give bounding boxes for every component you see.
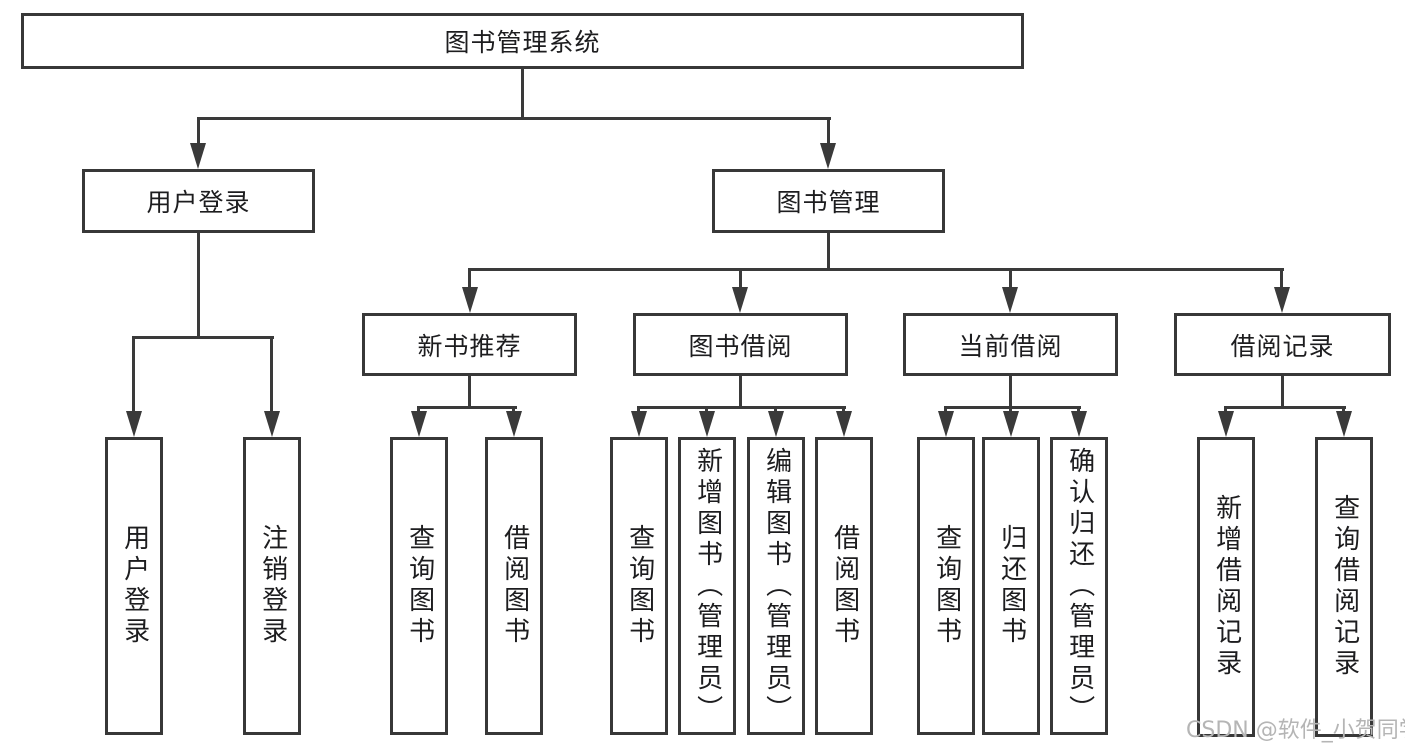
watermark: CSDN @软件_小贺同学 <box>1186 718 1405 743</box>
arrow-down-icon <box>1274 287 1290 313</box>
connector-line <box>417 406 420 414</box>
connector-line <box>739 376 742 408</box>
connector-line <box>521 69 524 119</box>
connector-line <box>944 406 1081 409</box>
connector-line <box>637 406 640 414</box>
connector-line <box>197 117 831 120</box>
connector-line <box>637 406 846 409</box>
connector-line <box>827 233 830 271</box>
arrow-down-icon <box>631 411 647 437</box>
arrow-down-icon <box>506 411 522 437</box>
connector-line <box>1281 376 1284 408</box>
leaf-nb-query-books: 查询图书 <box>390 437 448 735</box>
arrow-down-icon <box>768 411 784 437</box>
connector-line <box>1224 406 1346 409</box>
connector-line <box>1077 406 1080 414</box>
leaf-user-login: 用户登录 <box>105 437 163 735</box>
arrow-down-icon <box>836 411 852 437</box>
arrow-down-icon <box>411 411 427 437</box>
connector-line <box>197 117 200 145</box>
node-user-login: 用户登录 <box>82 169 315 233</box>
connector-line <box>512 406 515 414</box>
arrow-down-icon <box>699 411 715 437</box>
leaf-cb-confirm-return-admin: 确认归还（管理员） <box>1050 437 1108 735</box>
node-borrowing-records: 借阅记录 <box>1174 313 1391 376</box>
connector-line <box>417 406 517 409</box>
leaf-bb-borrow-books: 借阅图书 <box>815 437 873 735</box>
connector-line <box>1224 406 1227 414</box>
arrow-down-icon <box>820 143 836 169</box>
arrow-down-icon <box>1002 287 1018 313</box>
connector-line <box>1342 406 1345 414</box>
connector-line <box>705 406 708 414</box>
node-new-book-recommend: 新书推荐 <box>362 313 577 376</box>
connector-line <box>827 117 830 145</box>
leaf-bb-query-books: 查询图书 <box>610 437 668 735</box>
connector-line <box>468 268 471 290</box>
connector-line <box>197 233 200 339</box>
connector-line <box>842 406 845 414</box>
leaf-br-add-record: 新增借阅记录 <box>1197 437 1255 737</box>
connector-line <box>270 336 273 413</box>
arrow-down-icon <box>938 411 954 437</box>
arrow-down-icon <box>126 411 142 437</box>
arrow-down-icon <box>732 287 748 313</box>
node-library-system: 图书管理系统 <box>21 13 1024 69</box>
arrow-down-icon <box>1336 411 1352 437</box>
arrow-down-icon <box>1003 411 1019 437</box>
node-book-borrowing: 图书借阅 <box>633 313 848 376</box>
arrow-down-icon <box>264 411 280 437</box>
arrow-down-icon <box>1218 411 1234 437</box>
connector-line <box>468 268 1284 271</box>
arrow-down-icon <box>190 143 206 169</box>
connector-line <box>944 406 947 414</box>
node-current-borrowing: 当前借阅 <box>903 313 1118 376</box>
leaf-logout: 注销登录 <box>243 437 301 735</box>
leaf-br-query-record: 查询借阅记录 <box>1315 437 1373 737</box>
connector-line <box>1009 268 1012 290</box>
connector-line <box>1009 406 1012 414</box>
connector-line <box>1009 376 1012 408</box>
node-book-management: 图书管理 <box>712 169 945 233</box>
connector-line <box>468 376 471 408</box>
leaf-nb-borrow-books: 借阅图书 <box>485 437 543 735</box>
arrow-down-icon <box>1071 411 1087 437</box>
arrow-down-icon <box>462 287 478 313</box>
connector-line <box>132 336 135 413</box>
leaf-cb-return-books: 归还图书 <box>982 437 1040 735</box>
connector-line <box>1280 268 1283 290</box>
connector-line <box>132 336 274 339</box>
connector-line <box>739 268 742 290</box>
leaf-cb-query-books: 查询图书 <box>917 437 975 735</box>
leaf-bb-add-books-admin: 新增图书（管理员） <box>678 437 736 735</box>
leaf-bb-edit-books-admin: 编辑图书（管理员） <box>747 437 805 735</box>
connector-line <box>774 406 777 414</box>
